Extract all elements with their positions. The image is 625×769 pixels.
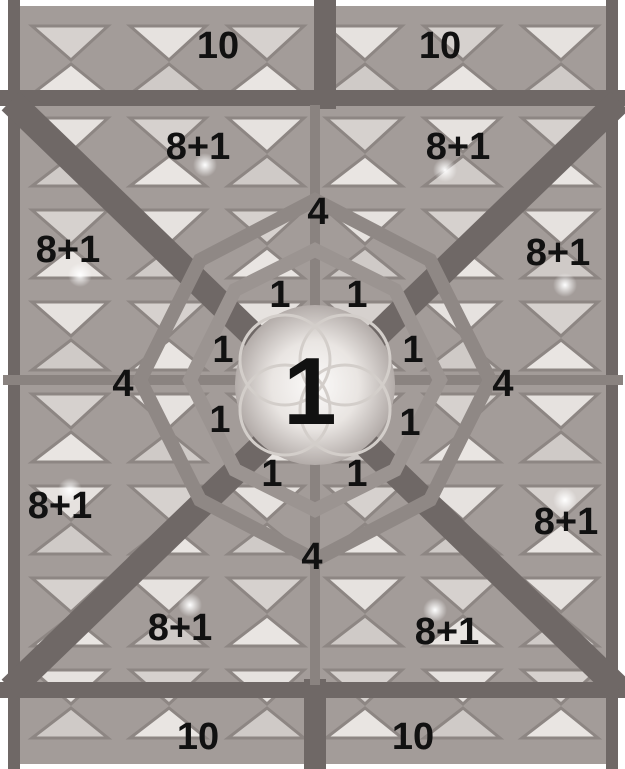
label-left-4: 4 <box>112 365 133 403</box>
label-right-4: 4 <box>492 365 513 403</box>
label-right-lower-8plus1: 8+1 <box>534 503 598 541</box>
light-sparkle <box>553 273 577 297</box>
label-bottom-left-10: 10 <box>177 718 219 756</box>
label-upper-right-8plus1: 8+1 <box>426 128 490 166</box>
label-ring-left-lower-1: 1 <box>209 401 230 439</box>
label-upper-left-8plus1: 8+1 <box>166 128 230 166</box>
label-top-4: 4 <box>307 193 328 231</box>
label-ring-top-left-1: 1 <box>269 276 290 314</box>
label-bottom-right-10: 10 <box>392 718 434 756</box>
label-ring-bottom-left-1: 1 <box>261 455 282 493</box>
label-ring-top-right-1: 1 <box>346 276 367 314</box>
label-ring-left-upper-1: 1 <box>212 331 233 369</box>
label-right-upper-8plus1: 8+1 <box>526 234 590 272</box>
label-ring-bottom-right-1: 1 <box>346 455 367 493</box>
label-center-1: 1 <box>283 344 336 440</box>
label-lower-left-8plus1: 8+1 <box>148 609 212 647</box>
label-ring-right-lower-1: 1 <box>399 404 420 442</box>
label-top-right-10: 10 <box>419 27 461 65</box>
label-left-lower-8plus1: 8+1 <box>28 487 92 525</box>
label-ring-right-upper-1: 1 <box>402 331 423 369</box>
label-bottom-4: 4 <box>301 538 322 576</box>
label-lower-right-8plus1: 8+1 <box>415 613 479 651</box>
label-top-left-10: 10 <box>197 27 239 65</box>
label-left-upper-8plus1: 8+1 <box>36 231 100 269</box>
